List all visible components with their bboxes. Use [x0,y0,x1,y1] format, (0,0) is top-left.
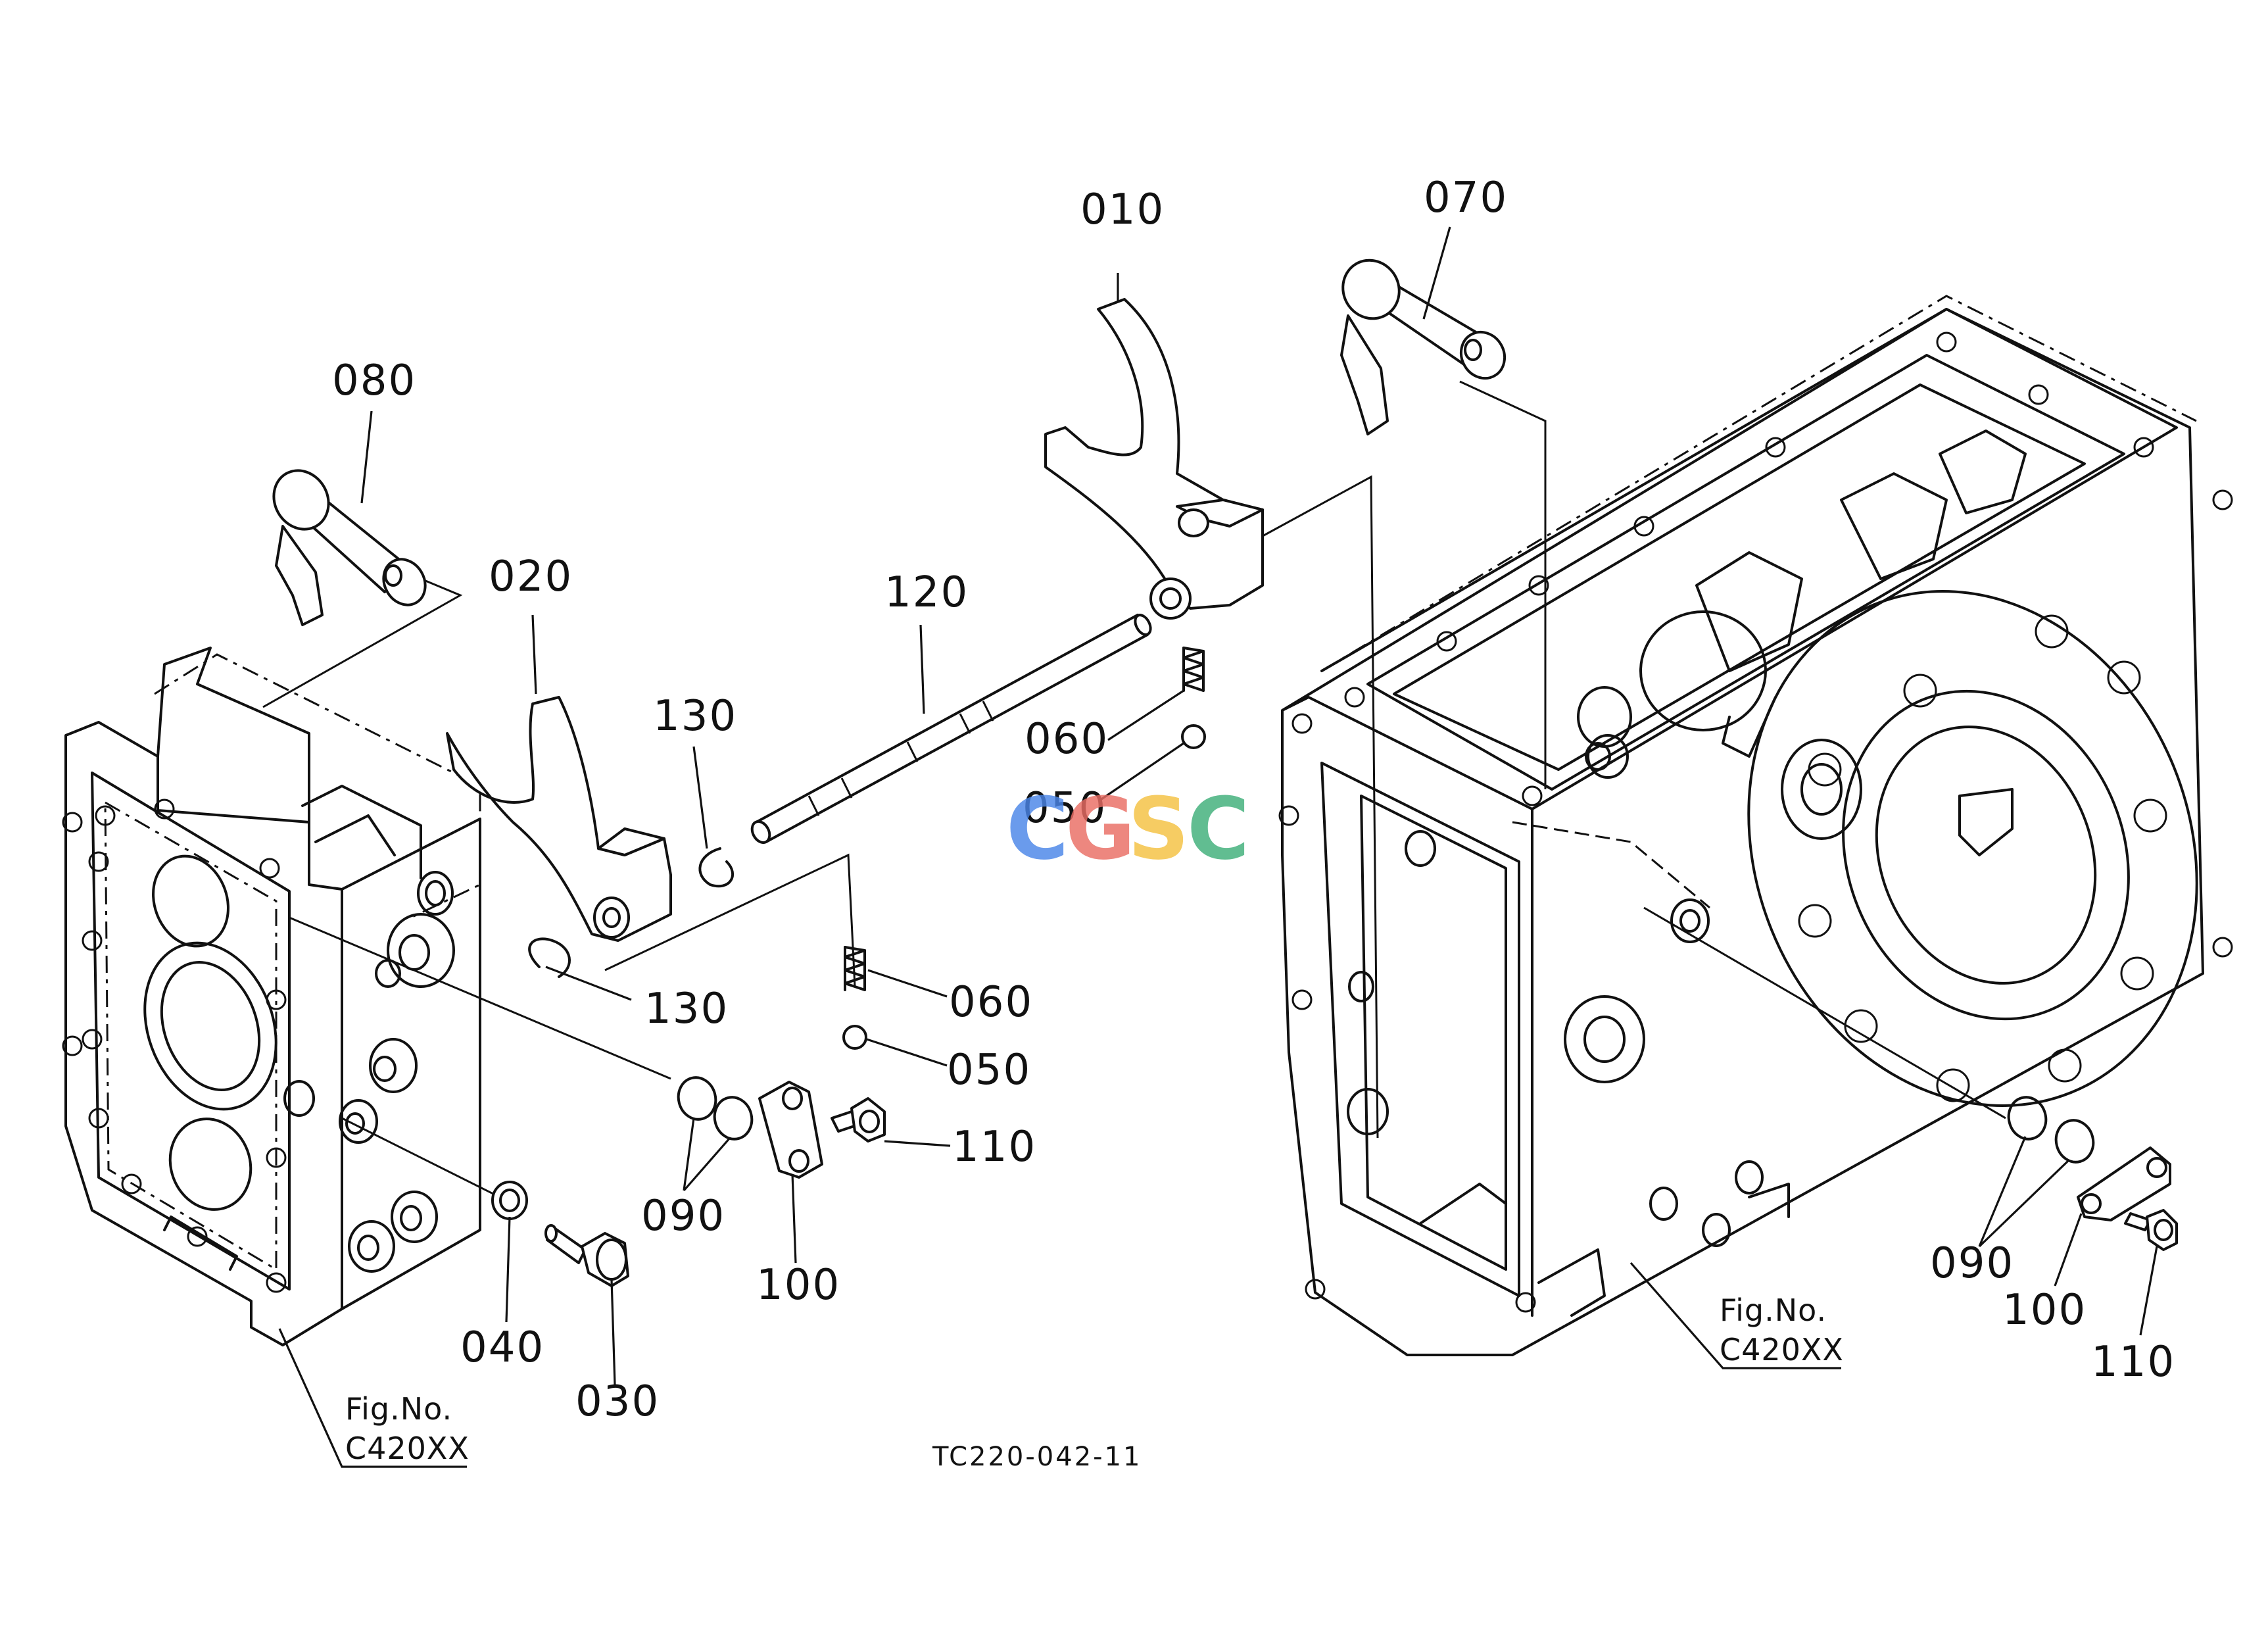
callout-070: 070 [1424,174,1508,222]
figure-ref-left-line1: Fig.No. [345,1391,452,1427]
watermark-letter-1: C [1006,779,1069,879]
part-110-bolt-left [831,1097,886,1143]
watermark-letter-3: S [1128,779,1190,879]
part-010-shift-fork [1044,298,1264,620]
callout-040: 040 [460,1323,544,1372]
part-020-shift-fork [446,696,672,942]
part-050-ball-upper [1181,724,1206,749]
callout-100-right: 100 [2002,1286,2087,1335]
callout-090-right: 090 [1930,1239,2014,1288]
callout-010: 010 [1080,185,1165,234]
watermark-letter-4: C [1187,779,1249,879]
part-100-plate-right [2077,1146,2171,1221]
watermark-letter-2: G [1065,779,1136,879]
figure-ref-right-line1: Fig.No. [1720,1292,1827,1328]
part-110-bolt-right [2124,1209,2178,1251]
figure-ref-right-line2: C420XX [1720,1332,1844,1367]
part-130-snap-ring-lower [528,937,571,978]
callout-080: 080 [332,356,416,405]
part-070-shift-arm [1340,258,1507,435]
callout-050-upper: 050 [1023,784,1107,833]
part-090-o-rings-right [2007,1096,2095,1164]
assembly-phantom-lines [262,380,2006,1205]
figure-ref-left-line2: C420XX [345,1431,470,1466]
part-130-snap-ring-upper [698,847,735,888]
leader-lines [278,226,2158,1468]
part-090-o-rings-left [677,1076,754,1141]
part-120-shift-rod [750,614,1152,845]
figure-ref-right: Fig.No. C420XX [1720,1292,1844,1367]
callout-120: 120 [884,568,969,617]
left-transmission-housing [62,647,481,1346]
right-transmission-housing [1278,295,2233,1356]
callout-130-upper: 130 [653,692,737,741]
callout-030: 030 [575,1377,660,1426]
part-100-plate-left [758,1081,823,1179]
callout-110-left: 110 [952,1123,1036,1171]
part-080-shift-arm [272,469,427,626]
callout-110-right: 110 [2091,1338,2175,1387]
drawing-code: TC220-042-11 [932,1442,1142,1472]
callout-130-lower: 130 [644,985,729,1033]
callout-labels: 010 070 080 020 120 130 060 050 130 060 … [332,174,2175,1426]
part-040-washer [491,1181,528,1220]
callout-060-upper: 060 [1025,715,1109,764]
part-060-spring-upper [1182,647,1205,692]
callout-050-lower: 050 [947,1046,1031,1094]
callout-020: 020 [489,553,573,601]
figure-ref-left: Fig.No. C420XX [345,1391,470,1466]
part-030-bolt [544,1224,629,1287]
callout-100-left: 100 [756,1261,840,1310]
callout-090-left: 090 [641,1192,725,1241]
part-060-spring-lower [844,946,866,991]
part-050-ball-lower [842,1025,867,1050]
callout-060-lower: 060 [949,978,1033,1027]
watermark-logo: C G S C [1006,779,1249,879]
